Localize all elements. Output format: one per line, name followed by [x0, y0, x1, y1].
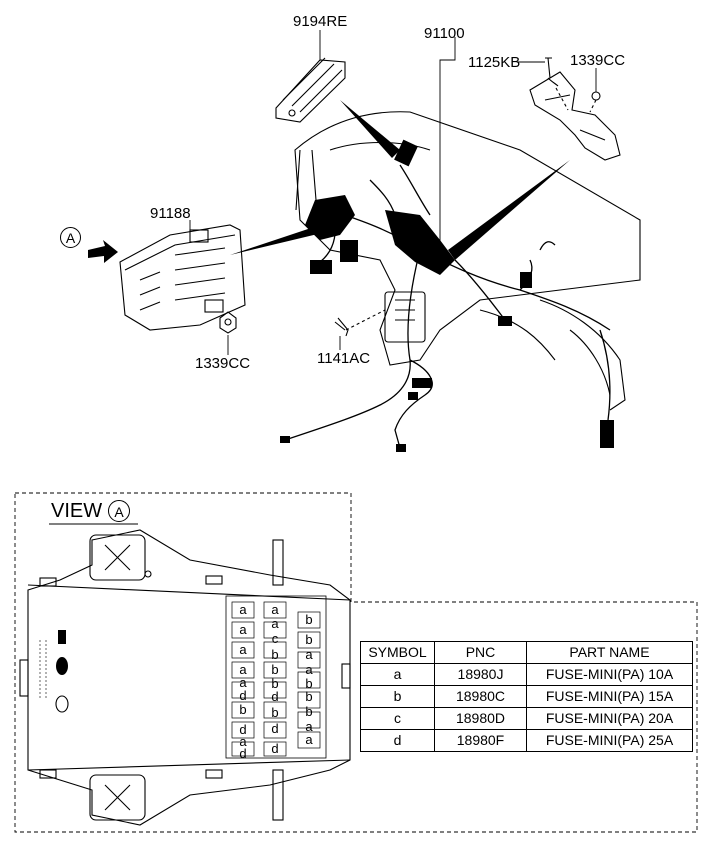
fuse-label: c — [271, 631, 279, 646]
logo-marks — [55, 630, 69, 713]
fuse-label: b — [305, 676, 313, 691]
view-title: VIEW — [51, 500, 103, 522]
fuse-label: b — [239, 702, 247, 717]
callout-91100: 91100 — [424, 25, 465, 42]
fuse-label: a — [271, 616, 279, 631]
fuse-label: d — [271, 689, 279, 704]
header-symbol: SYMBOL — [360, 641, 435, 664]
cell-symbol: a — [360, 663, 435, 686]
header-pnc: PNC — [434, 641, 527, 664]
cell-pnc: 18980C — [434, 685, 527, 708]
cell-part-name: FUSE-MINI(PA) 10A — [526, 663, 693, 686]
fuse-label: d — [239, 746, 247, 761]
view-marker-circle: A — [108, 500, 130, 522]
fuse-label: d — [239, 722, 247, 737]
harness-connectors — [280, 139, 614, 452]
fuse-label: b — [271, 662, 279, 677]
fuse-label: a — [239, 602, 247, 617]
table-row: a 18980J FUSE-MINI(PA) 10A — [360, 663, 693, 686]
callout-1125KB: 1125KB — [468, 54, 521, 71]
fuse-label: b — [271, 705, 279, 720]
pointer-wedges — [230, 100, 570, 260]
table-row: c 18980D FUSE-MINI(PA) 20A — [360, 707, 693, 730]
cell-part-name: FUSE-MINI(PA) 25A — [526, 729, 693, 752]
fuse-label: a — [305, 732, 313, 747]
cell-symbol: b — [360, 685, 435, 708]
fuse-label: a — [239, 675, 247, 690]
fuse-label: b — [271, 647, 279, 662]
view-a-marker: A — [60, 227, 81, 248]
dashboard-outline — [294, 111, 641, 411]
fuse-label: a — [305, 647, 313, 662]
fuse-label: a — [239, 642, 247, 657]
callout-1339CC-bottom: 1339CC — [195, 355, 251, 372]
fuse-label: d — [271, 721, 279, 736]
fuse-label: d — [239, 688, 247, 703]
fuse-label: b — [305, 704, 313, 719]
fuse-box-body — [19, 529, 351, 826]
fuse-label: a — [239, 662, 247, 677]
view-a-arrow — [88, 240, 118, 263]
harness-wires — [284, 164, 611, 449]
fuse-label: d — [271, 741, 279, 756]
table-row: d 18980F FUSE-MINI(PA) 25A — [360, 729, 693, 752]
junction-block-91188 — [119, 224, 246, 331]
table-header-row: SYMBOL PNC PART NAME — [360, 641, 693, 664]
leader-lines — [189, 30, 597, 355]
fuse-parts-table: SYMBOL PNC PART NAME a 18980J FUSE-MINI(… — [360, 641, 693, 752]
bolt-1125KB — [545, 57, 569, 111]
bolt-1141AC — [334, 309, 386, 337]
callout-9194RE: 9194RE — [293, 13, 348, 30]
header-part-name: PART NAME — [526, 641, 693, 664]
cell-pnc: 18980J — [434, 663, 527, 686]
table-row: b 18980C FUSE-MINI(PA) 15A — [360, 685, 693, 708]
cell-symbol: c — [360, 707, 435, 730]
cell-part-name: FUSE-MINI(PA) 20A — [526, 707, 693, 730]
callout-1141AC: 1141AC — [317, 350, 371, 367]
module-9194RE — [275, 57, 346, 123]
fuse-label: b — [271, 676, 279, 691]
fuse-label: a — [305, 719, 313, 734]
fuse-label: a — [239, 734, 247, 749]
fuse-label: a — [271, 602, 279, 617]
bracket-right — [529, 71, 621, 161]
fuse-label: b — [305, 612, 313, 627]
cell-part-name: FUSE-MINI(PA) 15A — [526, 685, 693, 708]
nut-1339CC-bottom — [219, 311, 237, 334]
view-frame — [14, 492, 698, 833]
fuse-label: a — [305, 662, 313, 677]
cell-pnc: 18980D — [434, 707, 527, 730]
callout-1339CC-top: 1339CC — [570, 52, 626, 69]
cell-pnc: 18980F — [434, 729, 527, 752]
fuse-label: b — [305, 689, 313, 704]
cell-symbol: d — [360, 729, 435, 752]
fuse-label: b — [305, 632, 313, 647]
fuse-label: a — [239, 622, 247, 637]
callout-91188: 91188 — [150, 205, 191, 222]
